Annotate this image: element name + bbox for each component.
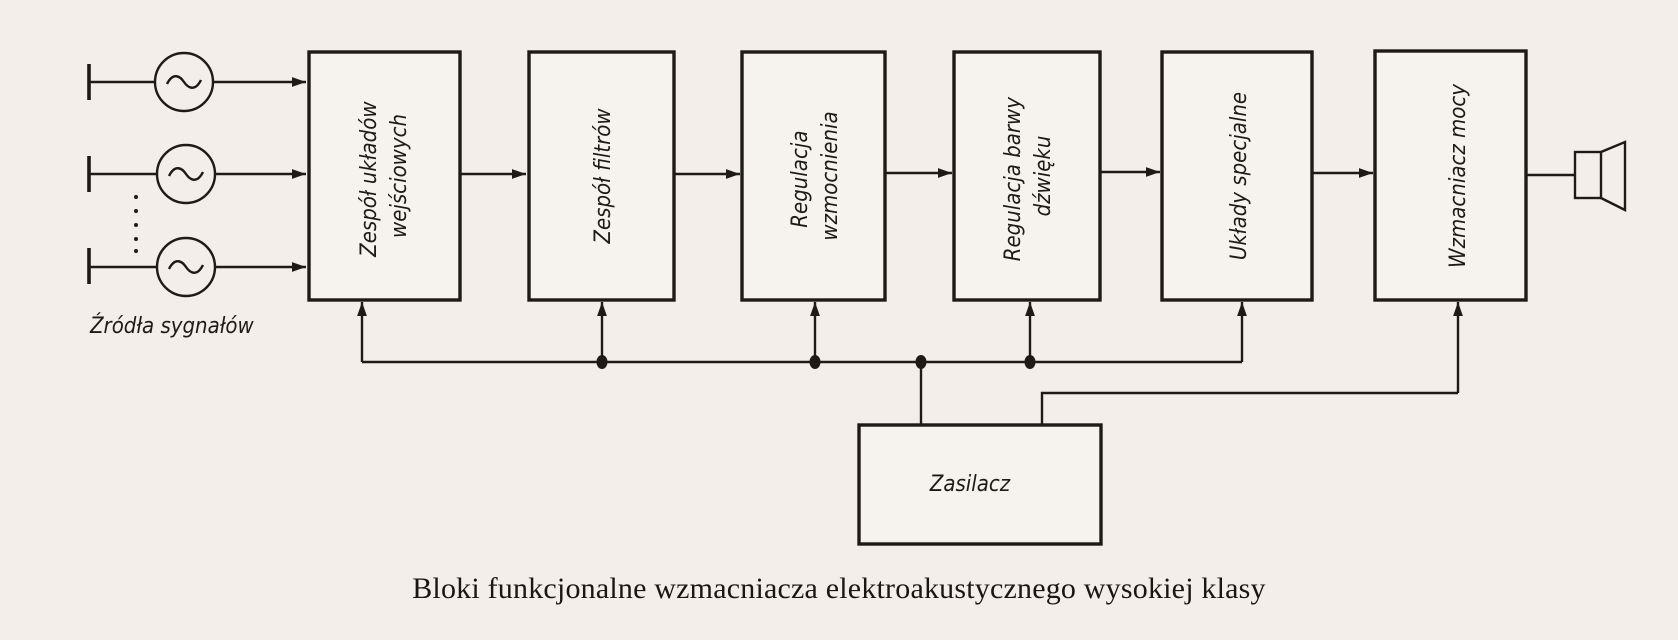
source-1: [87, 51, 306, 113]
block-special: Układy specjalne: [1160, 50, 1314, 302]
block-filters: Zespół filtrów: [527, 50, 676, 302]
ac-source-icon: [155, 236, 217, 298]
block-tone-line-2: dźwięku: [1031, 136, 1056, 217]
source-3: [87, 236, 306, 298]
ellipsis-dots: [134, 195, 138, 253]
ac-source-icon: [155, 143, 217, 205]
junction-dot: [1024, 355, 1036, 369]
svg-text:Wzmacniacz mocy: Wzmacniacz mocy: [1446, 84, 1471, 268]
block-gain-line-2: wzmocnienia: [818, 111, 843, 240]
block-input-line-1: Zespół układów: [357, 101, 382, 258]
svg-text:Zespół filtrów: Zespół filtrów: [591, 108, 616, 245]
source-2: [87, 143, 306, 205]
svg-text:Układy specjalne: Układy specjalne: [1227, 92, 1252, 260]
block-tone-line-1: Regulacja barwy: [1001, 97, 1026, 261]
figure-caption: Bloki funkcjonalne wzmacniacza elektroak…: [412, 572, 1266, 605]
block-power-amp-line-1: Wzmacniacz mocy: [1446, 84, 1471, 268]
svg-text:Regulacja wzmocnienia: Regulacja wzmocnienia: [788, 111, 843, 240]
power-bus: [357, 302, 1463, 425]
block-gain-line-1: Regulacja: [788, 131, 813, 228]
block-filters-line-1: Zespół filtrów: [591, 108, 616, 245]
block-tone: Regulacja barwy dźwięku: [952, 50, 1102, 302]
svg-text:Regulacja barwy dźwięku: Regulacja barwy dźwięku: [1001, 91, 1056, 262]
block-gain: Regulacja wzmocnienia: [740, 50, 887, 302]
junction-dot: [596, 355, 608, 369]
loudspeaker-icon: [1573, 140, 1627, 212]
sources-label: Źródła sygnałów: [89, 313, 255, 339]
block-special-line-1: Układy specjalne: [1227, 92, 1252, 260]
signal-sources: Źródła sygnałów: [87, 51, 306, 339]
block-input-line-2: wejściowych: [387, 114, 412, 238]
block-power-amp: Wzmacniacz mocy: [1373, 49, 1528, 302]
power-supply-label: Zasilacz: [929, 472, 1011, 497]
junction-dot: [915, 355, 927, 369]
block-power-supply: Zasilacz: [857, 423, 1103, 546]
block-input: Zespół układów wejściowych: [307, 50, 462, 302]
svg-text:Zespół układów wejściowy: Zespół układów wejściowych: [357, 95, 412, 258]
ac-source-icon: [153, 51, 215, 113]
junction-dot: [809, 355, 821, 369]
